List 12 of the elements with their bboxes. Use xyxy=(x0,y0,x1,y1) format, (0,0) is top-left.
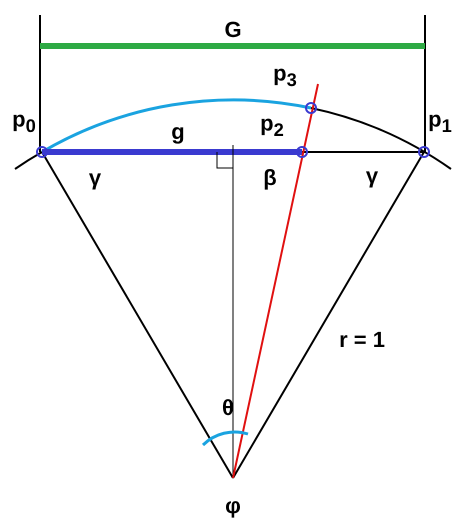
angle-label: γ xyxy=(366,165,378,187)
angle-label: γ xyxy=(88,167,102,189)
point-label: p$_{0}$ xyxy=(12,108,36,136)
radius-label: r = 1 xyxy=(339,329,385,351)
length-label: g xyxy=(171,121,185,143)
point-label: p$_{2}$ xyxy=(260,112,284,140)
point-label: p$_{1}$ xyxy=(428,108,452,136)
point-label: p$_{3}$ xyxy=(273,62,297,90)
angle-label: β xyxy=(263,167,277,189)
angle-label: θ xyxy=(222,397,234,419)
point-label: φ xyxy=(225,495,241,517)
length-label: G xyxy=(224,19,242,41)
